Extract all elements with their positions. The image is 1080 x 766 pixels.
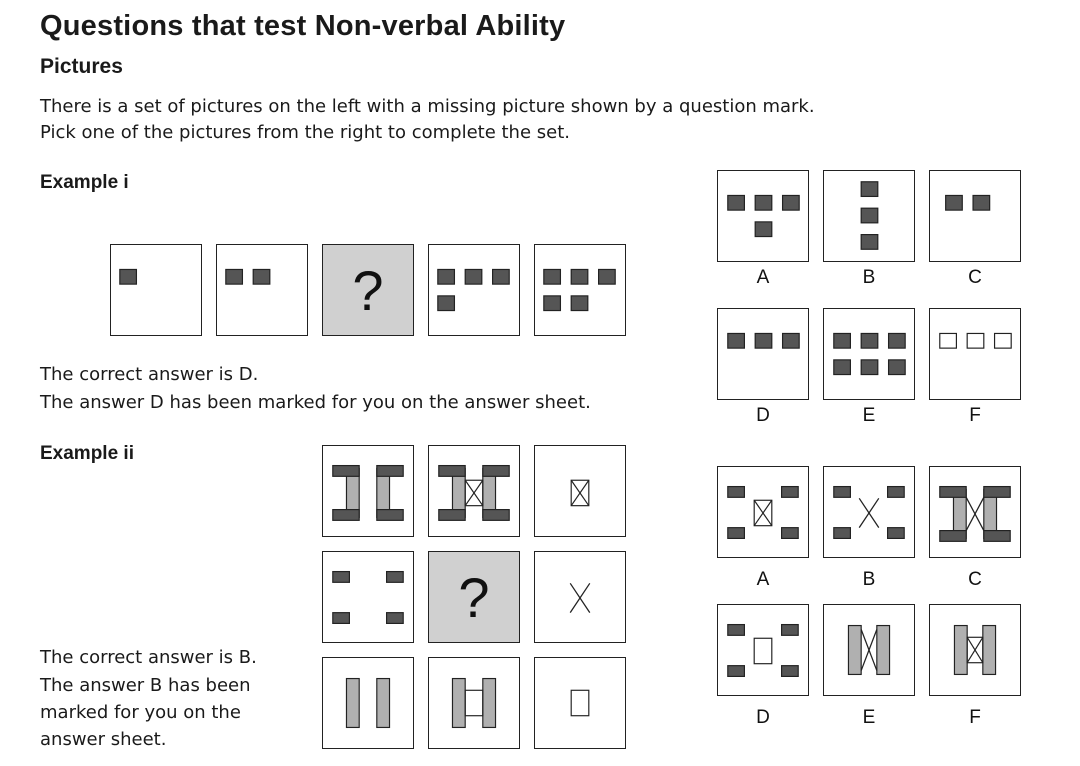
ex1-answer-line-2: The answer D has been marked for you on … bbox=[40, 392, 591, 413]
ex2-matrix-r2-c3 bbox=[534, 551, 626, 643]
example-2-heading: Example ii bbox=[40, 443, 134, 464]
ex2-option-e[interactable] bbox=[823, 604, 915, 696]
ex1-option-e[interactable] bbox=[823, 308, 915, 400]
ex2-option-b-label: B bbox=[862, 569, 876, 590]
ex2-matrix-r1-c1 bbox=[322, 445, 414, 537]
ex1-sequence-picture-1 bbox=[110, 244, 202, 336]
ex1-sequence-picture-5 bbox=[534, 244, 626, 336]
example-1-heading: Example i bbox=[40, 172, 129, 193]
ex2-option-c-label: C bbox=[968, 569, 982, 590]
section-subtitle: Pictures bbox=[40, 55, 123, 78]
intro-line-2: Pick one of the pictures from the right … bbox=[40, 122, 570, 143]
ex1-option-b-label: B bbox=[862, 267, 876, 288]
ex2-answer-line-1: The correct answer is B. bbox=[40, 647, 257, 668]
ex1-option-a-label: A bbox=[756, 267, 770, 288]
ex2-matrix-r3-c1 bbox=[322, 657, 414, 749]
ex2-missing-picture: ? bbox=[428, 551, 520, 643]
ex2-option-b[interactable] bbox=[823, 466, 915, 558]
question-mark: ? bbox=[458, 565, 490, 629]
ex1-sequence-picture-4 bbox=[428, 244, 520, 336]
ex2-matrix-r1-c2 bbox=[428, 445, 520, 537]
ex2-answer-line-4: answer sheet. bbox=[40, 729, 167, 750]
ex2-matrix-r3-c3 bbox=[534, 657, 626, 749]
ex1-answer-line-1: The correct answer is D. bbox=[40, 364, 259, 385]
question-mark: ? bbox=[352, 258, 384, 322]
ex2-answer-line-2: The answer B has been bbox=[40, 675, 251, 696]
ex1-option-f-label: F bbox=[969, 405, 981, 426]
ex1-option-e-label: E bbox=[862, 405, 876, 426]
ex1-option-a[interactable] bbox=[717, 170, 809, 262]
page-title: Questions that test Non-verbal Ability bbox=[40, 10, 566, 42]
ex1-option-c[interactable] bbox=[929, 170, 1021, 262]
ex1-option-f[interactable] bbox=[929, 308, 1021, 400]
ex2-option-a[interactable] bbox=[717, 466, 809, 558]
ex1-option-c-label: C bbox=[968, 267, 982, 288]
ex1-option-b[interactable] bbox=[823, 170, 915, 262]
ex1-option-d[interactable] bbox=[717, 308, 809, 400]
ex2-option-e-label: E bbox=[862, 707, 876, 728]
ex2-option-d[interactable] bbox=[717, 604, 809, 696]
ex2-answer-line-3: marked for you on the bbox=[40, 702, 241, 723]
ex2-matrix-r2-c1 bbox=[322, 551, 414, 643]
ex2-matrix-r3-c2 bbox=[428, 657, 520, 749]
ex2-option-f-label: F bbox=[969, 707, 981, 728]
ex2-option-a-label: A bbox=[756, 569, 770, 590]
intro-line-1: There is a set of pictures on the left w… bbox=[40, 96, 815, 117]
ex2-option-f[interactable] bbox=[929, 604, 1021, 696]
ex2-option-d-label: D bbox=[756, 707, 770, 728]
ex1-sequence-picture-2 bbox=[216, 244, 308, 336]
ex1-missing-picture: ? bbox=[322, 244, 414, 336]
ex2-matrix-r1-c3 bbox=[534, 445, 626, 537]
ex1-option-d-label: D bbox=[756, 405, 770, 426]
ex2-option-c[interactable] bbox=[929, 466, 1021, 558]
